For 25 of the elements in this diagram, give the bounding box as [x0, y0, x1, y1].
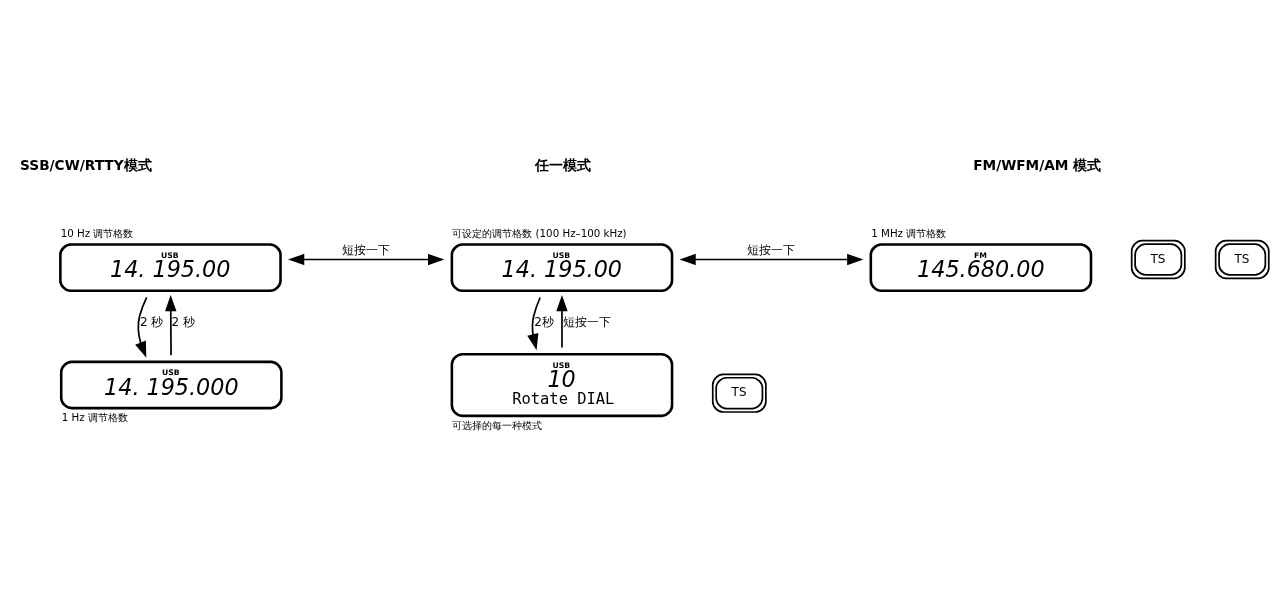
edge-label: 短按一下: [562, 314, 611, 329]
node-label: 1 Hz 调节格数: [61, 410, 128, 423]
arrow: [135, 295, 148, 358]
node-box: USB 10 Rotate DIAL: [450, 352, 674, 417]
edge-label: 短按一下: [342, 242, 391, 257]
node-box: USB 14. 195.00: [450, 242, 674, 292]
label: SSB/CW/RTTY模式: [20, 156, 152, 173]
node-box: USB 14. 195.000: [59, 360, 283, 409]
label: FM/WFM/AM 模式: [973, 156, 1102, 173]
node-label: 1 MHz 调节格数: [871, 226, 947, 239]
edge-label: 短按一下: [747, 242, 796, 257]
edge-label: 2秒: [534, 314, 554, 329]
node-label: 可选择的每一种模式: [452, 418, 543, 431]
node-box: USB 14. 195.00: [59, 242, 282, 292]
arrow: [165, 294, 177, 356]
edge-label: 2 秒: [139, 314, 164, 329]
node-box: FM 145.680.00: [869, 242, 1093, 292]
arrow: [288, 253, 445, 265]
arrow: [556, 294, 568, 348]
label: 任一模式: [534, 156, 591, 173]
edge-label: 2 秒: [171, 314, 196, 329]
arrow: [527, 296, 541, 350]
node-label: 可设定的调节格数 (100 Hz–100 kHz): [452, 226, 627, 239]
arrow: [679, 253, 864, 265]
node-label: 10 Hz 调节格数: [60, 226, 134, 239]
